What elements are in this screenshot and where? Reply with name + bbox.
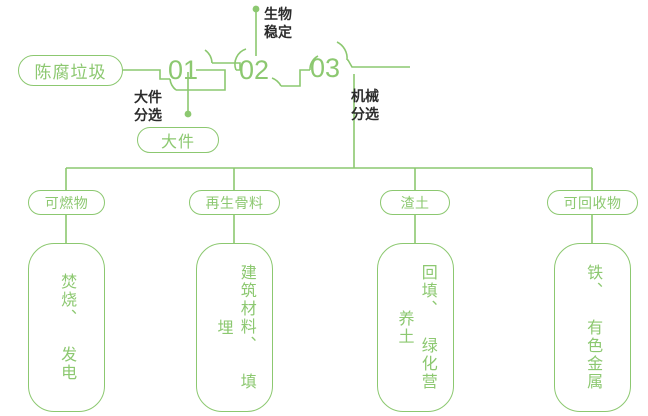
category-pill-1[interactable]: 可燃物 [28, 190, 105, 215]
wire-step1-to-step2 [212, 62, 241, 71]
annotation-mechanical-sorting: 机械 分选 [351, 88, 379, 122]
dot-bio [252, 5, 260, 13]
category-pill-3[interactable]: 渣土 [380, 190, 450, 215]
wire-root-to-step1 [123, 69, 170, 80]
category-pill-4-label: 可回收物 [563, 194, 622, 211]
dot-bulky [184, 110, 192, 118]
annotation-bulky-sorting: 大件 分选 [134, 89, 162, 123]
annotation-bio-stabilization: 生物 稳定 [264, 6, 292, 40]
detail-box-1-text: 焚烧、 发电 [58, 273, 76, 382]
step-number-02[interactable]: 02 [239, 55, 270, 85]
step-number-01[interactable]: 01 [168, 55, 199, 85]
wire-step3-tail [347, 59, 410, 68]
output-node-bulky[interactable]: 大件 [137, 127, 219, 153]
arc-step2-lower-right [271, 77, 282, 87]
step-number-03[interactable]: 03 [310, 53, 341, 83]
root-node-label: 陈腐垃圾 [34, 63, 107, 82]
category-pill-2[interactable]: 再生骨料 [189, 190, 280, 215]
category-pill-2-label: 再生骨料 [205, 194, 264, 211]
detail-box-4-text: 铁、 有色金属 [584, 264, 602, 391]
arc-step1-upper-right [204, 49, 213, 64]
detail-box-1[interactable]: 焚烧、 发电 [28, 243, 105, 412]
root-node[interactable]: 陈腐垃圾 [18, 55, 123, 86]
wire-step2-to-step3 [281, 69, 310, 87]
category-pill-4[interactable]: 可回收物 [547, 190, 638, 215]
category-pill-1-label: 可燃物 [44, 194, 89, 211]
detail-box-4[interactable]: 铁、 有色金属 [554, 243, 631, 412]
detail-box-3[interactable]: 回填、 绿化营养土 [377, 243, 454, 412]
detail-box-2-text: 建筑材料、 填埋 [214, 264, 255, 391]
detail-box-3-text: 回填、 绿化营养土 [395, 264, 436, 391]
detail-box-2[interactable]: 建筑材料、 填埋 [196, 243, 273, 412]
output-node-bulky-label: 大件 [160, 134, 195, 151]
category-pill-3-label: 渣土 [400, 194, 430, 211]
